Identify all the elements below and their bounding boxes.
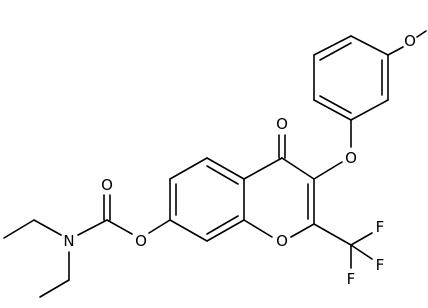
aryloxy-oxygen-label: O — [345, 149, 357, 167]
bond — [319, 42, 352, 61]
bond — [350, 99, 389, 121]
bond — [350, 244, 373, 260]
bond — [206, 157, 245, 180]
methoxy-oxygen-label: O — [404, 32, 416, 50]
bond — [313, 99, 352, 121]
fluorine-label: F — [347, 270, 356, 288]
bond — [33, 219, 62, 236]
bond — [281, 157, 315, 180]
bond — [106, 219, 133, 235]
bond — [313, 223, 352, 246]
bond — [290, 223, 315, 238]
bond — [243, 219, 273, 238]
bond — [169, 219, 208, 242]
pyranone-ring — [243, 157, 315, 238]
bond — [39, 279, 70, 298]
methoxyphenyl-ring — [313, 35, 389, 121]
bond — [313, 35, 352, 56]
bond — [350, 232, 373, 246]
bond — [416, 30, 427, 38]
fluorine-label: F — [376, 256, 385, 274]
bond — [169, 157, 208, 180]
bond — [77, 219, 108, 236]
nitrogen-label: N — [63, 232, 74, 250]
bond — [350, 35, 389, 56]
bond — [206, 165, 239, 185]
bond — [243, 157, 283, 180]
ketone-oxygen-label: O — [276, 115, 288, 133]
bond — [313, 161, 343, 180]
carbamate-ester-oxygen-label: O — [135, 232, 147, 250]
bond — [319, 95, 352, 114]
bond — [148, 219, 171, 234]
bond — [206, 215, 239, 235]
bond — [387, 46, 404, 56]
ring-oxygen-label: O — [276, 232, 288, 250]
benzo-ring — [169, 157, 283, 242]
bond — [206, 219, 245, 242]
carbonyl-oxygen-label: O — [101, 176, 113, 194]
fluorine-label: F — [376, 218, 385, 236]
bond — [3, 219, 35, 239]
